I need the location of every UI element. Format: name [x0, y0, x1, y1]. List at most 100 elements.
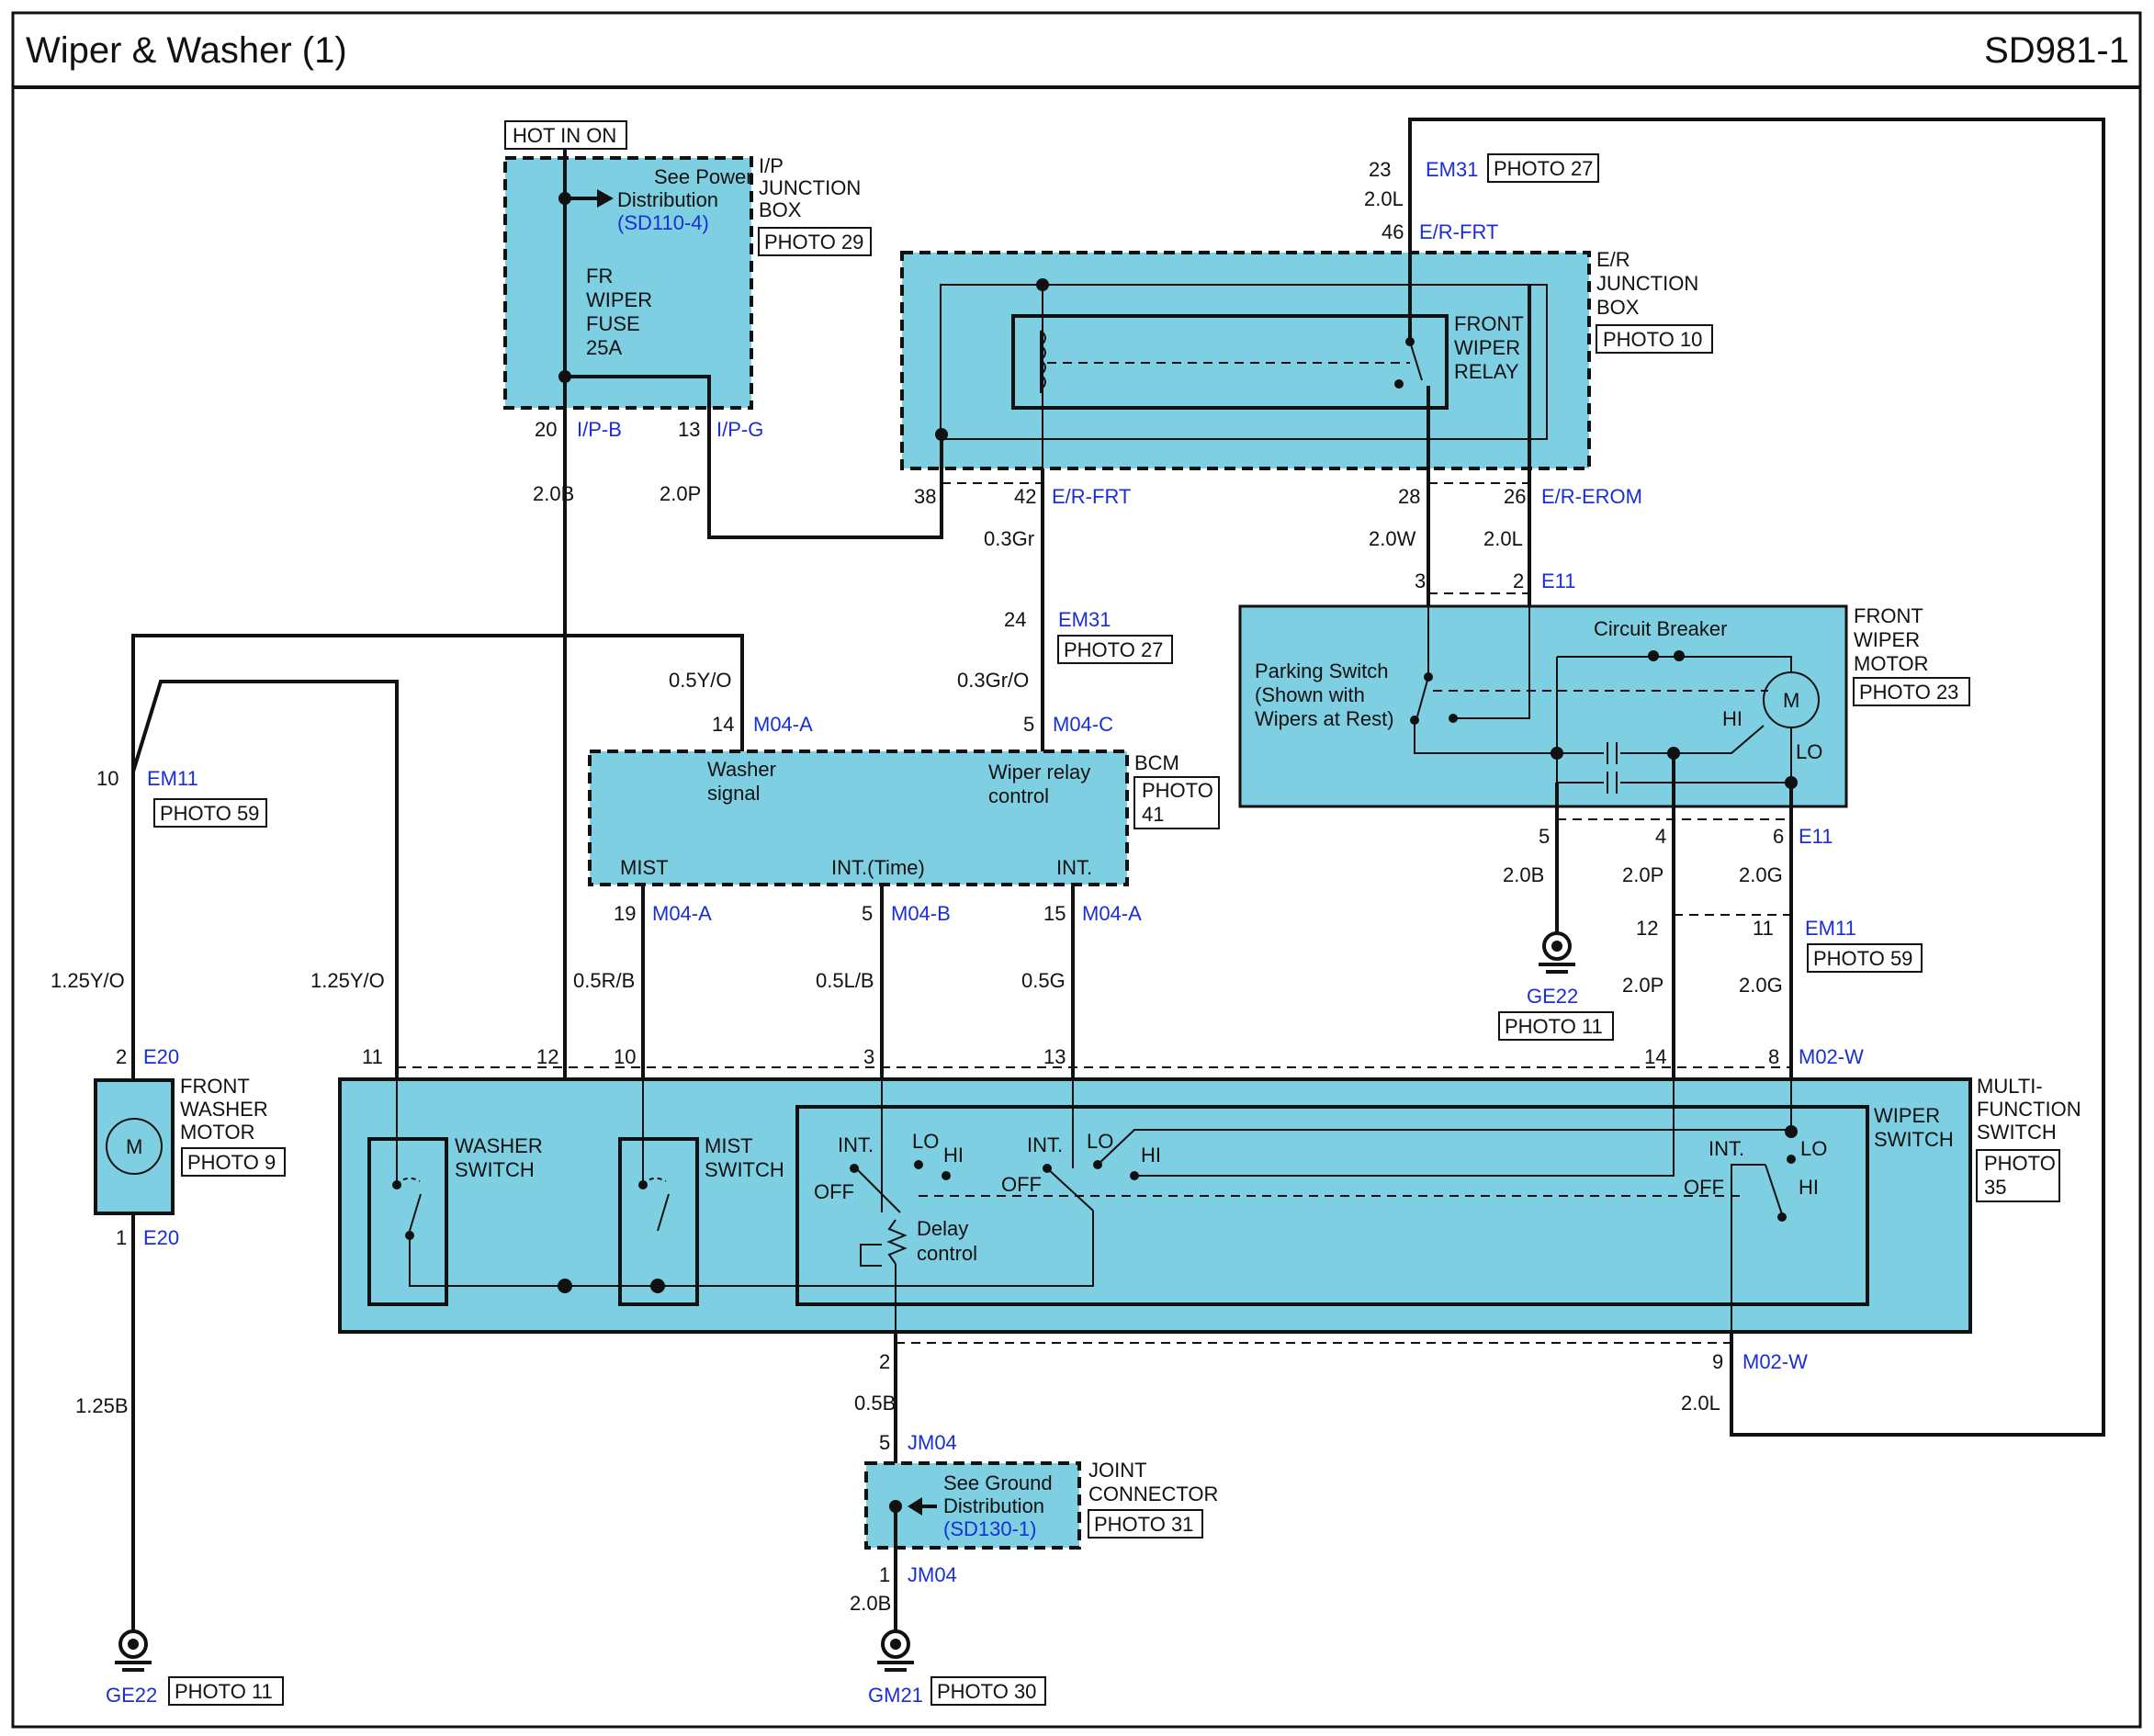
svg-text:GM21: GM21	[868, 1684, 923, 1707]
svg-text:PHOTO: PHOTO	[1142, 779, 1213, 802]
svg-text:GE22: GE22	[1527, 985, 1578, 1008]
svg-text:PHOTO 23: PHOTO 23	[1859, 681, 1958, 704]
svg-text:13: 13	[1043, 1045, 1066, 1068]
svg-text:25A: 25A	[586, 336, 622, 359]
svg-text:BCM: BCM	[1134, 751, 1179, 774]
svg-text:2.0P: 2.0P	[660, 482, 701, 505]
svg-text:control: control	[917, 1242, 977, 1265]
svg-text:M04-A: M04-A	[753, 713, 813, 736]
svg-text:10: 10	[614, 1045, 636, 1068]
svg-text:2.0L: 2.0L	[1483, 527, 1523, 550]
svg-text:46: 46	[1381, 220, 1404, 243]
front-wiper-motor: FRONT WIPER MOTOR PHOTO 23 Circuit Break…	[1238, 569, 1970, 1079]
svg-text:PHOTO 29: PHOTO 29	[764, 231, 863, 254]
svg-text:OFF: OFF	[1684, 1176, 1724, 1199]
svg-text:INT.: INT.	[1056, 856, 1092, 879]
svg-text:HI: HI	[1722, 707, 1742, 730]
em31-mid-connector: 24 EM31 PHOTO 27 0.3Gr/O	[957, 608, 1173, 692]
svg-text:WIPER: WIPER	[586, 288, 652, 311]
svg-text:Delay: Delay	[917, 1217, 968, 1240]
svg-text:CONNECTOR: CONNECTOR	[1088, 1482, 1218, 1505]
svg-text:14: 14	[712, 713, 734, 736]
svg-text:PHOTO: PHOTO	[1984, 1152, 2056, 1175]
svg-text:PHOTO 11: PHOTO 11	[175, 1680, 273, 1703]
svg-text:Wiper relay: Wiper relay	[988, 761, 1090, 783]
svg-text:5: 5	[1539, 825, 1550, 848]
svg-text:0.3Gr/O: 0.3Gr/O	[957, 669, 1029, 692]
svg-text:JM04: JM04	[908, 1431, 957, 1454]
svg-text:INT.: INT.	[1709, 1137, 1744, 1160]
svg-text:8: 8	[1768, 1045, 1779, 1068]
svg-text:PHOTO 30: PHOTO 30	[937, 1680, 1036, 1703]
svg-text:E/R-FRT: E/R-FRT	[1419, 220, 1498, 243]
svg-text:11: 11	[362, 1045, 383, 1068]
svg-text:2.0B: 2.0B	[850, 1592, 891, 1615]
svg-text:MOTOR: MOTOR	[1854, 652, 1928, 675]
svg-text:28: 28	[1398, 485, 1420, 508]
svg-text:2.0L: 2.0L	[1681, 1392, 1720, 1415]
svg-text:11: 11	[1753, 917, 1774, 940]
svg-text:PHOTO 27: PHOTO 27	[1064, 638, 1163, 661]
svg-text:(SD110-4): (SD110-4)	[617, 211, 709, 234]
page-code: SD981-1	[1984, 30, 2129, 71]
svg-text:(Shown with: (Shown with	[1255, 683, 1365, 706]
svg-text:E11: E11	[1799, 825, 1833, 848]
svg-text:35: 35	[1984, 1176, 2006, 1199]
svg-text:OFF: OFF	[814, 1180, 854, 1203]
svg-text:M04-B: M04-B	[891, 902, 951, 925]
svg-text:13: 13	[678, 418, 700, 441]
svg-text:10: 10	[96, 767, 118, 790]
svg-text:LO: LO	[1087, 1130, 1113, 1153]
svg-text:Parking Switch: Parking Switch	[1255, 659, 1389, 682]
svg-text:M04-C: M04-C	[1053, 713, 1113, 736]
svg-text:1: 1	[116, 1226, 127, 1249]
svg-text:38: 38	[914, 485, 936, 508]
svg-text:SWITCH: SWITCH	[1977, 1121, 2057, 1144]
ip-junction-box: HOT IN ON I/P JUNCTION BOX PHOTO 29 See …	[503, 120, 943, 539]
svg-text:PHOTO 59: PHOTO 59	[160, 802, 259, 825]
svg-text:LO: LO	[1796, 740, 1822, 763]
svg-text:1.25B: 1.25B	[75, 1394, 129, 1417]
svg-text:SWITCH: SWITCH	[705, 1158, 784, 1181]
svg-text:2.0B: 2.0B	[1503, 863, 1544, 886]
svg-text:6: 6	[1773, 825, 1784, 848]
svg-text:I/P-B: I/P-B	[577, 418, 622, 441]
svg-text:Circuit Breaker: Circuit Breaker	[1594, 617, 1727, 640]
svg-text:42: 42	[1014, 485, 1036, 508]
svg-text:See Power: See Power	[654, 165, 753, 188]
svg-text:12: 12	[536, 1045, 558, 1068]
svg-text:0.3Gr: 0.3Gr	[984, 527, 1034, 550]
svg-text:FRONT: FRONT	[1454, 312, 1524, 335]
svg-text:E20: E20	[143, 1045, 179, 1068]
svg-text:9: 9	[1712, 1350, 1723, 1373]
svg-text:5: 5	[879, 1431, 890, 1454]
svg-text:WIPER: WIPER	[1454, 336, 1520, 359]
svg-text:EM31: EM31	[1426, 158, 1478, 181]
multi-function-switch: MULTI- FUNCTION SWITCH PHOTO 35 11 12 10…	[338, 1045, 2081, 1334]
svg-text:Wipers at Rest): Wipers at Rest)	[1255, 707, 1394, 730]
svg-text:JM04: JM04	[908, 1563, 957, 1586]
svg-text:1.25Y/O: 1.25Y/O	[51, 969, 125, 992]
svg-text:I/P-G: I/P-G	[716, 418, 763, 441]
svg-text:signal: signal	[707, 782, 760, 805]
svg-text:FRONT: FRONT	[180, 1075, 250, 1098]
svg-text:LO: LO	[1800, 1137, 1827, 1160]
svg-text:HOT IN ON: HOT IN ON	[513, 124, 616, 147]
er-junction-box: E/R JUNCTION BOX PHOTO 10 FRONT WIPER RE…	[900, 230, 1713, 487]
svg-text:WASHER: WASHER	[180, 1098, 268, 1121]
svg-text:23: 23	[1369, 158, 1391, 181]
svg-text:JUNCTION: JUNCTION	[1596, 272, 1698, 295]
bcm-module: BCM PHOTO 41 Washer signal Wiper relay c…	[131, 634, 1220, 925]
svg-text:15: 15	[1043, 902, 1066, 925]
svg-text:26: 26	[1504, 485, 1526, 508]
svg-text:HI: HI	[1799, 1176, 1819, 1199]
svg-text:I/P: I/P	[759, 154, 784, 177]
svg-text:Distribution: Distribution	[943, 1494, 1044, 1517]
svg-text:5: 5	[862, 902, 873, 925]
svg-text:3: 3	[863, 1045, 874, 1068]
svg-text:0.5R/B: 0.5R/B	[573, 969, 635, 992]
em31-top-connector: 23 EM31 PHOTO 27 2.0L 46 E/R-FRT	[1364, 118, 2105, 1437]
svg-text:See Ground: See Ground	[943, 1471, 1053, 1494]
ge22-right-ground: GE22 PHOTO 11 2.0B	[1498, 827, 1614, 1041]
svg-text:E11: E11	[1541, 569, 1576, 592]
